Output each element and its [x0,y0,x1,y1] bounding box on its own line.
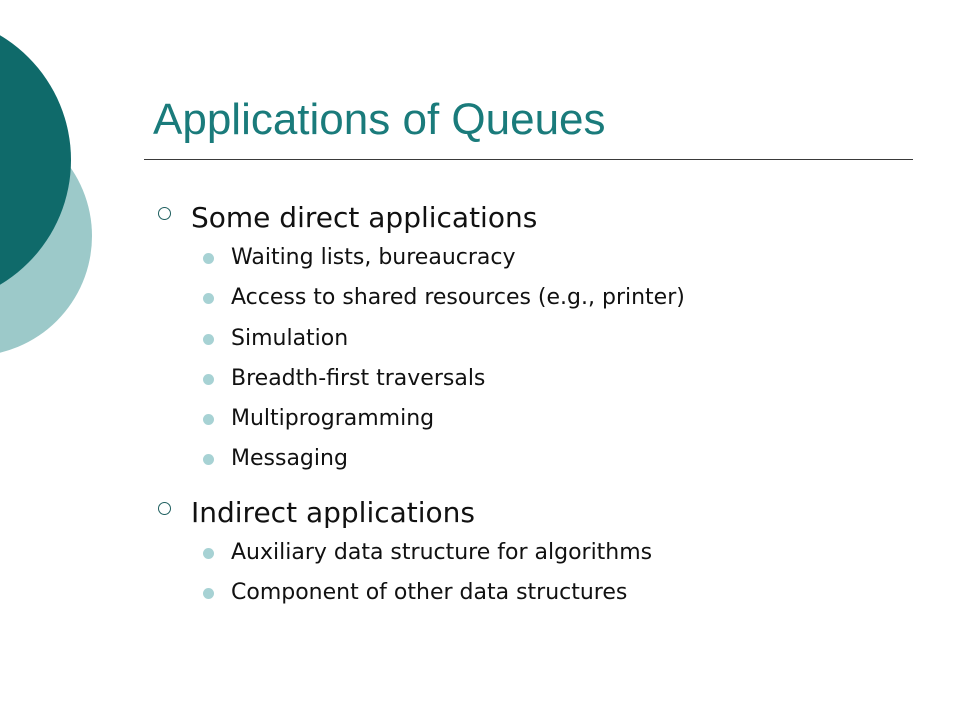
list-item-text: Messaging [231,446,348,472]
list-item-text: Multiprogramming [231,406,435,432]
section-heading-text: Some direct applications [191,201,538,234]
list-item: Breadth-first traversals [158,361,918,401]
section-heading: Some direct applications [158,196,918,240]
section-direct: Some direct applications Waiting lists, … [158,196,918,482]
title-divider [144,159,913,160]
filled-circle-icon [203,454,214,466]
slide-title: Applications of Queues [153,95,606,144]
list-item-text: Component of other data structures [231,580,628,606]
bullet-list: Auxiliary data structure for algorithms … [158,535,918,616]
hollow-circle-icon [158,501,171,515]
list-item-text: Breadth-first traversals [231,365,486,391]
list-item-text: Simulation [231,325,349,351]
bullet-list: Waiting lists, bureaucracy Access to sha… [158,240,918,482]
filled-circle-icon [203,414,214,426]
filled-circle-icon [203,547,214,559]
list-item: Auxiliary data structure for algorithms [158,535,918,575]
list-item: Multiprogramming [158,401,918,441]
list-item: Component of other data structures [158,575,918,615]
decorative-circles [0,35,92,353]
list-item: Access to shared resources (e.g., printe… [158,280,918,320]
section-indirect: Indirect applications Auxiliary data str… [158,491,918,616]
list-item: Waiting lists, bureaucracy [158,240,918,280]
section-heading-text: Indirect applications [191,495,475,529]
filled-circle-icon [203,373,214,385]
list-item-text: Access to shared resources (e.g., printe… [231,285,685,311]
list-item-text: Waiting lists, bureaucracy [231,245,516,270]
filled-circle-icon [203,293,214,305]
list-item: Messaging [158,441,918,481]
section-heading: Indirect applications [158,491,918,535]
filled-circle-icon [203,588,214,600]
dark-teal-circle [0,35,71,285]
list-item: Simulation [158,321,918,361]
list-item-text: Auxiliary data structure for algorithms [231,539,653,565]
filled-circle-icon [203,253,214,264]
filled-circle-icon [203,333,214,345]
hollow-circle-icon [158,207,171,220]
slide-content: Some direct applications Waiting lists, … [158,196,918,624]
